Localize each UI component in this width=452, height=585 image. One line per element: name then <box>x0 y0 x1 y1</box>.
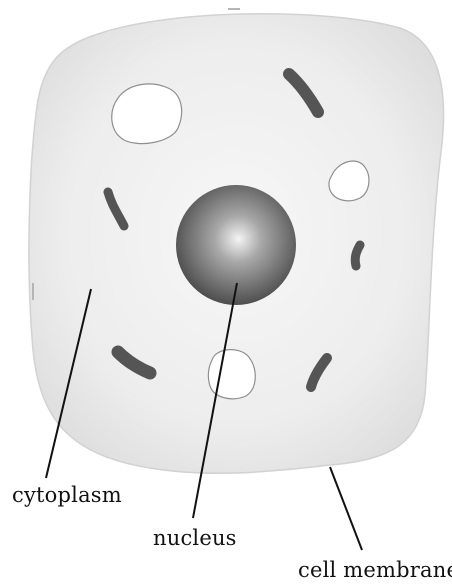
vacuole-top-left <box>112 84 182 144</box>
cytoplasm-label: cytoplasm <box>12 485 122 506</box>
nucleus-label: nucleus <box>153 528 237 549</box>
organelle-right-small <box>355 245 360 266</box>
cell-membrane-label: cell membrane <box>298 560 452 581</box>
vacuole-bottom <box>208 350 255 399</box>
membrane-leader <box>330 467 362 550</box>
